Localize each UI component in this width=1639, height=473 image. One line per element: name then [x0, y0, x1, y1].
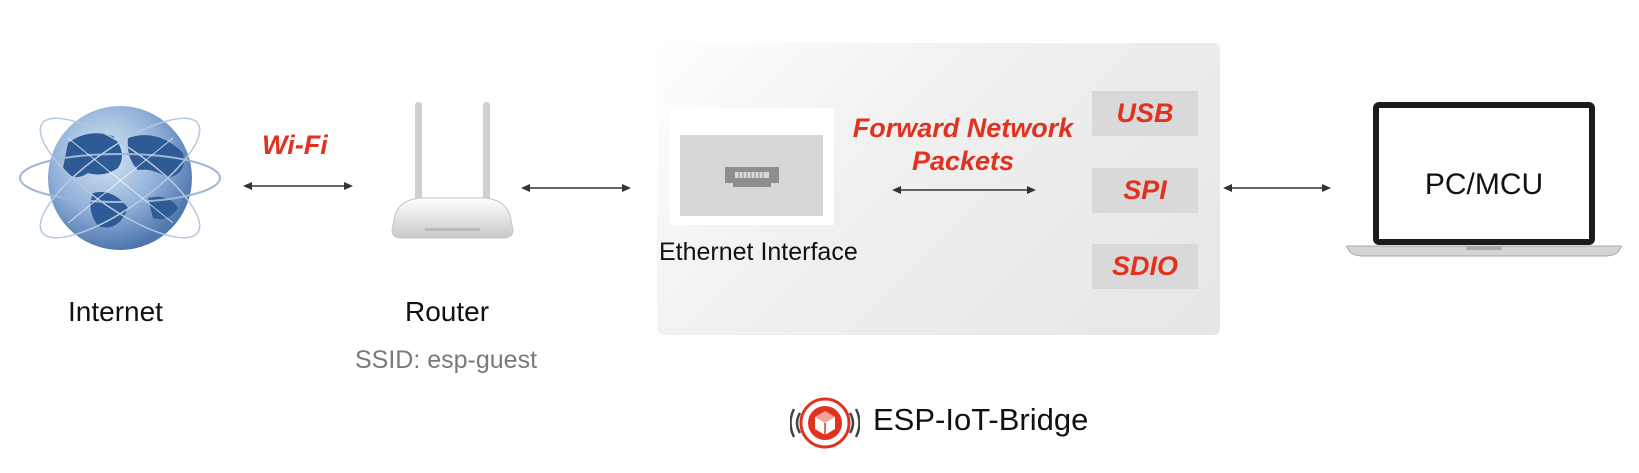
ethernet-port-icon: [721, 163, 783, 189]
forward-label-line1: Forward Network: [852, 113, 1074, 143]
forward-label-line2: Packets: [911, 146, 1015, 176]
forward-label: Forward Network Packets: [838, 112, 1088, 178]
ethernet-port-box: [669, 108, 834, 225]
router-icon: [385, 100, 520, 250]
sdio-interface-box: SDIO: [1092, 244, 1198, 289]
usb-interface-box: USB: [1092, 91, 1198, 136]
internet-globe-icon: [18, 98, 223, 258]
internet-router-arrow: [243, 180, 353, 192]
ethernet-label: Ethernet Interface: [659, 238, 858, 266]
laptop-icon: [1346, 100, 1622, 260]
ssid-label: SSID: esp-guest: [355, 346, 538, 374]
brand-name: ESP-IoT-Bridge: [873, 402, 1089, 437]
bridge-pc-arrow: [1223, 182, 1331, 194]
pc-mcu-label: PC/MCU: [1424, 168, 1544, 201]
forward-arrow: [892, 184, 1036, 196]
spi-interface-box: SPI: [1092, 168, 1198, 213]
router-label: Router: [405, 296, 490, 327]
internet-label: Internet: [68, 296, 163, 327]
wifi-label: Wi-Fi: [262, 130, 328, 160]
esp-iot-bridge-logo-icon: [790, 395, 860, 451]
router-bridge-arrow: [521, 182, 631, 194]
